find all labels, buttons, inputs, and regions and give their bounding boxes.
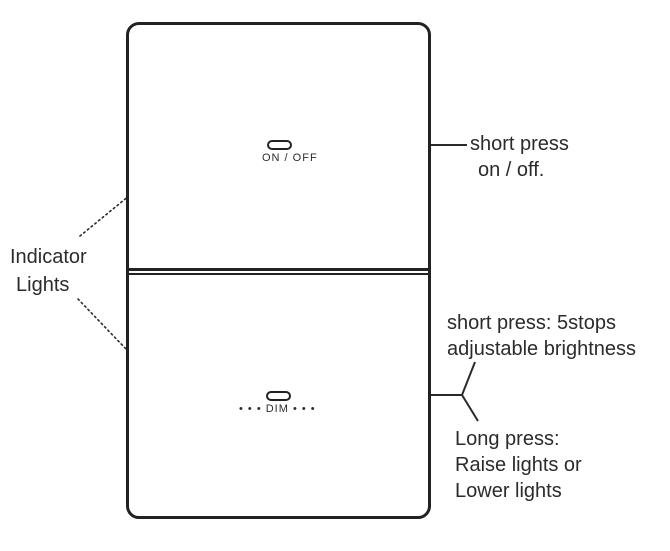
brightness-note: short press: 5stops adjustable brightnes…: [447, 310, 636, 362]
brightness-note-line1: short press: 5stops: [447, 312, 616, 334]
dim-button-label: • • • DIM • • •: [239, 403, 316, 415]
dim-indicator-light: [266, 391, 291, 401]
indicator-lights-label-line1: Indicator: [10, 246, 87, 268]
long-press-note: Long press: Raise lights or Lower lights: [455, 426, 582, 504]
indicator-lights-label: Indicator Lights: [10, 243, 87, 299]
rocker-divider-line-top: [127, 268, 430, 271]
short-press-on-off-note: short press on / off.: [470, 131, 569, 183]
long-press-note-line2: Raise lights or: [455, 454, 582, 476]
indicator-lights-label-line2: Lights: [16, 274, 70, 296]
on-off-button-label: ON / OFF: [262, 152, 318, 164]
brightness-note-line2: adjustable brightness: [447, 338, 637, 360]
on-off-indicator-light: [267, 140, 292, 150]
fork-upper-branch-line: [461, 361, 476, 396]
long-press-note-line3: Lower lights: [455, 480, 562, 502]
short-press-on-off-note-line1: short press: [470, 133, 569, 155]
short-press-on-off-note-line2: on / off.: [478, 159, 545, 181]
fork-lower-branch-line: [461, 394, 479, 422]
rocker-divider-line-bottom: [127, 273, 430, 275]
long-press-note-line1: Long press:: [455, 428, 560, 450]
